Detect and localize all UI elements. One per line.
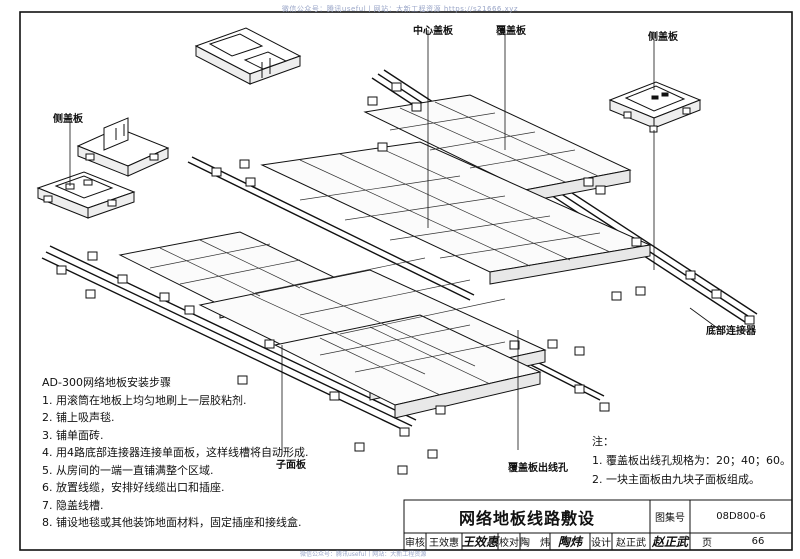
- review-signature: 王效惠: [462, 535, 499, 549]
- label-sub-panel: 子面板: [276, 460, 306, 471]
- step-item: 3. 铺单面砖.: [42, 428, 104, 442]
- review-name: 王效惠: [429, 538, 459, 549]
- atlas-number: 08D800-6: [716, 511, 766, 522]
- floor-box-detail: [194, 27, 302, 85]
- design-name: 赵正武: [616, 538, 646, 549]
- step-item: 4. 用4路底部连接器连接单面板，这样线槽将自动形成.: [42, 446, 309, 459]
- page-number: 66: [751, 536, 765, 547]
- review-label: 审核: [405, 538, 425, 549]
- watermark-top: 微信公众号：腾讯useful丨网站：大新工程资源 https://s21666.…: [281, 5, 519, 13]
- title-block-grid: [403, 499, 793, 551]
- watermark-bottom: 微信公众号：腾讯useful丨网站：大新工程资源: [300, 551, 427, 558]
- check-signature: 陶炜: [557, 535, 582, 549]
- label-side-cover-right: 侧盖板: [648, 32, 678, 43]
- check-label: 校对: [499, 538, 519, 549]
- notes-title: 注：: [592, 435, 614, 448]
- steps-title: AD-300网络地板安装步骤: [42, 376, 171, 389]
- note-item: 1. 覆盖板出线孔规格为：20；40；60。: [592, 454, 791, 467]
- label-center-cover: 中心盖板: [413, 26, 453, 37]
- notes: 注： 1. 覆盖板出线孔规格为：20；40；60。 2. 一块主面板由九块子面板…: [592, 432, 791, 489]
- installation-steps: AD-300网络地板安装步骤 1. 用滚筒在地板上均匀地刷上一层胶粘剂. 2. …: [42, 374, 309, 532]
- drawing-title: 网络地板线路敷设: [458, 508, 595, 528]
- atlas-label: 图集号: [655, 513, 685, 524]
- panel-grid: [149, 101, 611, 396]
- leader-lines: [69, 30, 721, 455]
- design-signature: 赵正武: [651, 535, 688, 549]
- step-item: 5. 从房间的一端一直铺满整个区域.: [42, 463, 214, 477]
- label-cover-plate: 覆盖板: [496, 26, 526, 37]
- socket-box-right: [608, 81, 702, 133]
- side-cover-box-upper: [76, 117, 170, 177]
- label-baseboard-connector: 底部连接器: [706, 326, 756, 337]
- check-name: 陶 炜: [520, 538, 550, 549]
- pedestal-supports: [56, 82, 755, 475]
- step-item: 2. 铺上吸声毯.: [42, 411, 115, 424]
- page-label: 页: [702, 538, 712, 549]
- step-item: 1. 用滚筒在地板上均匀地刷上一层胶粘剂.: [42, 393, 247, 407]
- note-item: 2. 一块主面板由九块子面板组成。: [592, 473, 760, 486]
- step-item: 7. 隐盖线槽.: [42, 498, 104, 512]
- step-item: 6. 放置线缆，安排好线缆出口和插座.: [42, 481, 225, 494]
- label-cover-outlet: 覆盖板出线孔: [508, 463, 568, 474]
- step-item: 8. 铺设地毯或其他装饰地面材料，固定插座和接线盒.: [42, 516, 302, 529]
- label-side-cover-left: 侧盖板: [53, 114, 83, 125]
- side-cover-box-lower: [36, 171, 136, 219]
- design-label: 设计: [591, 538, 611, 549]
